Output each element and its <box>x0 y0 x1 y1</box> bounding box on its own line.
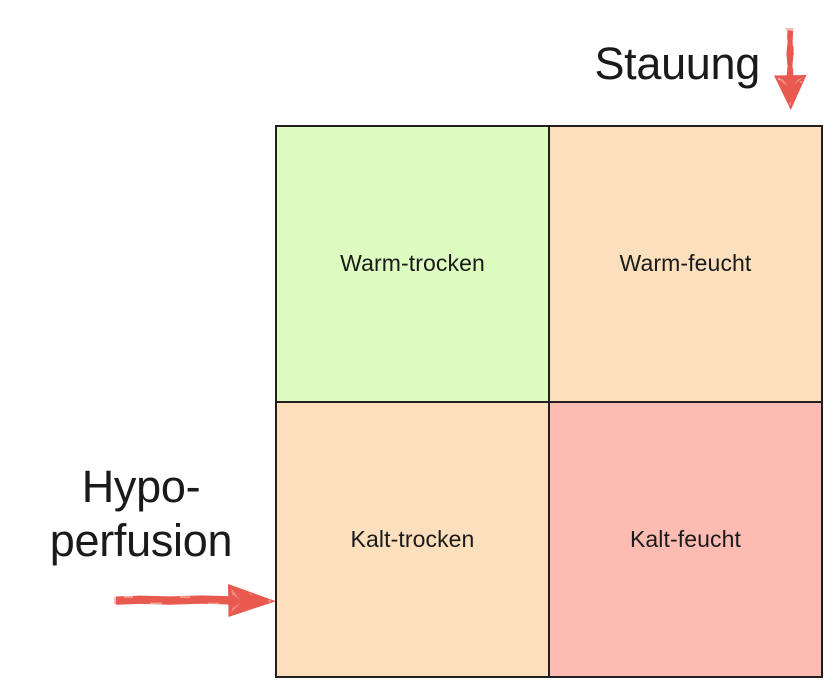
stauung-axis-group: Stauung <box>560 28 830 116</box>
right-arrow-icon <box>114 584 276 617</box>
matrix-cell-label: Kalt-feucht <box>629 525 742 552</box>
matrix-cell-label: Kalt-trocken <box>350 525 475 552</box>
matrix-cell-label: Warm-trocken <box>340 250 485 277</box>
stauung-axis-label: Stauung <box>594 38 760 89</box>
matrix-cell-kalt-feucht[interactable]: Kalt-feucht <box>550 402 821 676</box>
hypoperfusion-axis-group: Hypo- perfusion <box>10 460 276 630</box>
hypoperfusion-label-line-1: Hypo- <box>81 461 201 512</box>
clinical-profile-matrix: Warm-trocken Warm-feucht Kalt-trocken Ka… <box>275 125 823 678</box>
hypoperfusion-label-line-2: perfusion <box>49 515 233 566</box>
matrix-cell-warm-trocken[interactable]: Warm-trocken <box>277 127 548 401</box>
matrix-cell-kalt-trocken[interactable]: Kalt-trocken <box>277 402 548 676</box>
matrix-cell-label: Warm-feucht <box>619 250 752 277</box>
down-arrow-icon <box>774 28 807 110</box>
hypoperfusion-axis-label: Hypo- perfusion <box>10 460 272 568</box>
matrix-cell-warm-feucht[interactable]: Warm-feucht <box>550 127 821 401</box>
